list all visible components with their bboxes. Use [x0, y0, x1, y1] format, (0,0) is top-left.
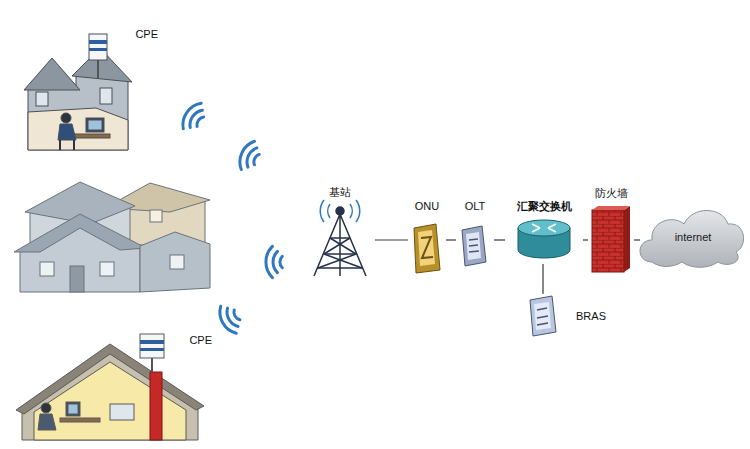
house-bottom — [16, 334, 204, 440]
switch-icon — [518, 220, 570, 258]
tower-icon — [314, 200, 366, 276]
node-label: 防火墙 — [595, 187, 628, 200]
node-label: CPE — [189, 334, 212, 347]
onu-device: ONU — [408, 200, 446, 276]
firewall-icon — [592, 206, 630, 272]
network-link — [494, 239, 505, 240]
node-label: 基站 — [329, 186, 351, 199]
olt-icon — [462, 226, 486, 266]
base-station: 基站 — [305, 186, 375, 278]
house-top — [24, 34, 132, 150]
olt-device: OLT — [456, 200, 494, 268]
network-link — [583, 239, 588, 240]
node-label: 汇聚交换机 — [517, 200, 572, 213]
node-label: OLT — [465, 200, 486, 213]
node-label: BRAS — [576, 310, 606, 323]
cpe-device: CPE — [86, 28, 158, 64]
internet-cloud — [640, 211, 744, 268]
bras-icon — [530, 296, 556, 336]
cpe-device: CPE — [138, 334, 212, 366]
firewall-device: 防火墙 — [588, 187, 634, 274]
house-group — [14, 182, 210, 292]
node-label: ONU — [415, 200, 439, 213]
network-link — [542, 264, 543, 294]
onu-icon — [414, 224, 440, 273]
network-link — [375, 239, 408, 240]
bras-device: BRAS — [526, 294, 606, 338]
network-link — [634, 239, 640, 240]
switch-device: 汇聚交换机 — [505, 200, 583, 264]
network-link — [446, 239, 456, 240]
node-label: internet — [675, 231, 712, 244]
wireless-waves — [178, 100, 282, 337]
internet-cloud-node: internet — [640, 206, 746, 268]
node-label: CPE — [135, 28, 158, 41]
